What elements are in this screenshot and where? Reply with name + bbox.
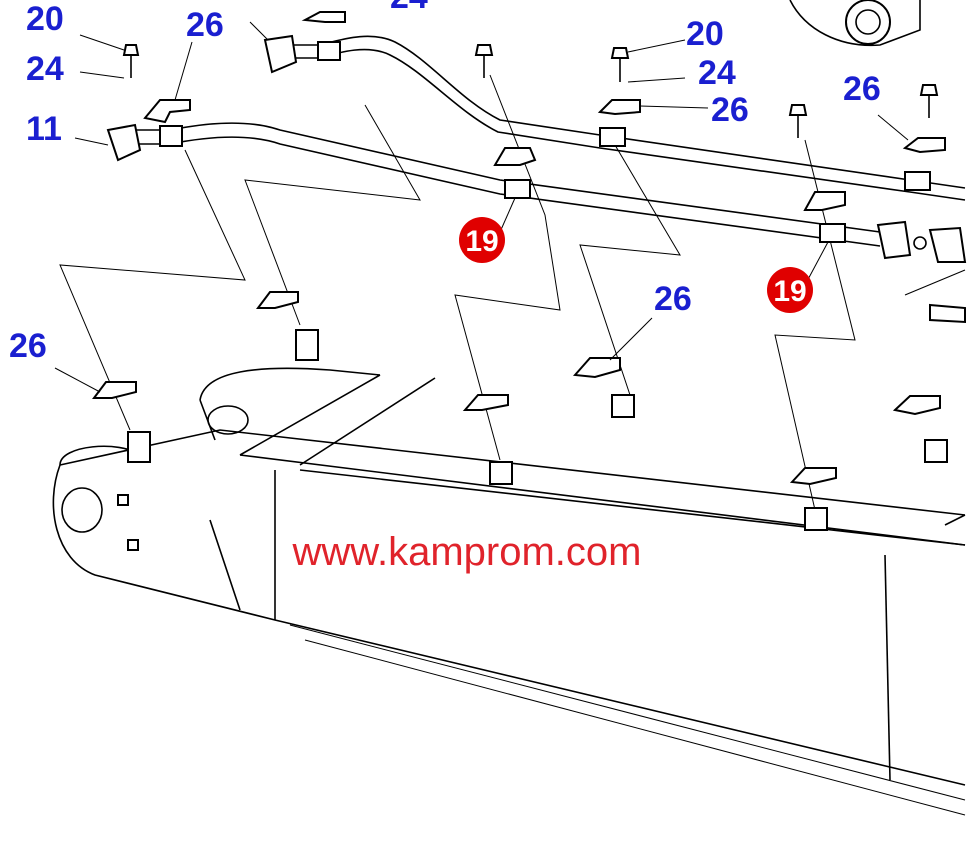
upper-hose (285, 35, 966, 201)
cylinder (789, 0, 921, 47)
hose-sleeves (159, 41, 931, 243)
callout-26-far-right: 26 (843, 70, 881, 108)
callout-24-top-right: 24 (698, 54, 736, 92)
marker-19-left-label: 19 (465, 225, 498, 258)
callout-26-top-left: 26 (186, 6, 224, 44)
watermark: www.kamprom.com (292, 530, 642, 574)
bolts (122, 44, 939, 138)
callout-26-middle: 26 (654, 280, 692, 318)
callout-11: 11 (26, 110, 62, 148)
marker-19-right: 19 (767, 267, 813, 313)
boom-body (52, 367, 966, 816)
callout-leaders (54, 21, 909, 393)
marker-19-left: 19 (459, 217, 505, 263)
callout-24-top: 24 (390, 0, 428, 16)
callout-26-left: 26 (9, 327, 47, 365)
callout-26-right: 26 (711, 91, 749, 129)
callout-20-top-right: 20 (686, 15, 724, 53)
callout-24-top-left: 24 (26, 50, 64, 88)
hose-fittings (106, 34, 967, 324)
marker-19-right-label: 19 (773, 275, 806, 308)
callout-20-top-left: 20 (26, 0, 64, 38)
mounting-blocks (127, 329, 948, 531)
clamps (92, 11, 946, 486)
